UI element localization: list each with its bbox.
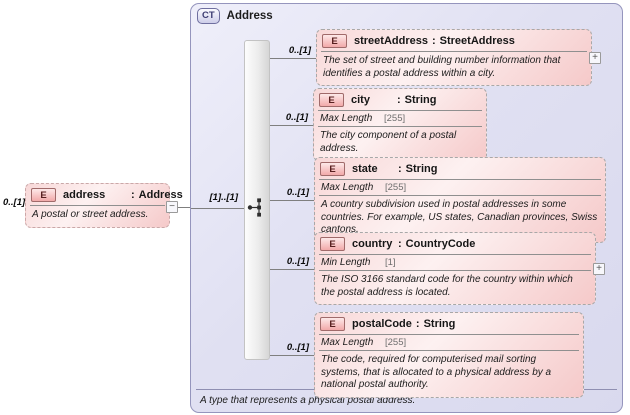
sequence-connector-line [191,208,244,209]
element-name: postalCode [352,318,412,330]
cardinality-label: 0..[1] [286,187,309,198]
element-name: address [63,189,106,201]
complex-type-description: A type that represents a physical postal… [200,395,416,406]
child-connector-line [270,58,316,59]
element-name: country [352,238,393,250]
cardinality-label: 0..[1] [285,112,308,123]
element-colon: : [131,189,135,201]
element-description: The city component of a postal address. [320,130,457,154]
element-box-state[interactable]: E state : String Max Length [255] A coun… [314,157,606,243]
separator [319,179,601,180]
facet-separator [318,126,482,127]
element-description: The set of street and building number in… [323,55,561,79]
element-type: CountryCode [405,238,476,250]
collapse-icon[interactable]: − [166,201,178,213]
facet-separator [319,195,601,196]
facet-value: [255] [385,182,407,193]
element-header: E streetAddress : StreetAddress [317,30,591,51]
element-type: String [423,318,456,330]
separator [319,334,579,335]
cardinality-label: 0..[1] [288,45,311,56]
element-header: E address : Address [26,184,183,205]
element-type: String [404,94,437,106]
separator [318,110,482,111]
facet-label: Min Length [321,257,371,268]
separator [319,254,591,255]
element-name: city [351,94,370,106]
element-colon: : [398,163,402,175]
element-name: state [352,163,378,175]
element-colon: : [431,35,436,47]
element-icon: E [320,317,345,331]
child-connector-line [270,355,314,356]
sequence-compositor-rail [244,40,270,360]
complex-type-header: CT Address [197,8,273,24]
element-icon: E [319,93,344,107]
facet-label: Max Length [320,113,373,124]
element-icon: E [322,34,347,48]
facet-separator [319,350,579,351]
element-header: E country : CountryCode [315,233,595,254]
facet-value: [255] [384,113,406,124]
facet-row: Max Length [255] [314,111,486,126]
separator [321,51,587,52]
element-header: E state : String [315,158,605,179]
element-description: A country subdivision used in postal add… [321,199,598,235]
element-box-address[interactable]: E address : Address A postal or street a… [25,183,183,228]
element-colon: : [398,238,402,250]
facet-value: [255] [385,337,407,348]
separator [30,205,165,206]
expand-icon[interactable]: + [589,52,601,64]
child-connector-line [270,125,313,126]
element-icon: E [320,162,345,176]
child-connector-line [270,200,314,201]
sequence-icon[interactable] [246,196,268,219]
complex-type-title: Address [226,10,273,22]
root-cardinality-label: 0..[1] [3,197,26,208]
element-description: The code, required for computerised mail… [321,354,552,390]
facet-separator [319,270,591,271]
facet-label: Max Length [321,337,374,348]
element-header: E city : String [314,89,486,110]
element-type: String [405,163,438,175]
complex-type-icon: CT [197,8,220,24]
element-box-streetAddress[interactable]: E streetAddress : StreetAddress The set … [316,29,592,86]
element-box-city[interactable]: E city : String Max Length [255] The cit… [313,88,487,161]
sequence-cardinality-label: [1]..[1] [209,192,239,203]
element-box-postalCode[interactable]: E postalCode : String Max Length [255] T… [314,312,584,398]
element-box-country[interactable]: E country : CountryCode Min Length [1] T… [314,232,596,305]
facet-value: [1] [385,257,396,268]
element-icon: E [31,188,56,202]
element-description: A postal or street address. [32,209,149,220]
facet-label: Max Length [321,182,374,193]
element-header: E postalCode : String [315,313,583,334]
element-icon: E [320,237,345,251]
complex-type-box: CT Address [1]..[1] A type that represen… [190,3,623,413]
element-type: StreetAddress [439,35,515,47]
cardinality-label: 0..[1] [286,256,309,267]
facet-row: Max Length [255] [315,335,583,350]
root-connector-line [178,207,190,208]
element-colon: : [397,94,401,106]
cardinality-label: 0..[1] [286,342,309,353]
element-name: streetAddress [354,35,428,47]
element-colon: : [415,318,420,330]
element-description: The ISO 3166 standard code for the count… [321,274,573,298]
facet-row: Min Length [1] [315,255,595,270]
element-type: Address [138,189,183,201]
facet-row: Max Length [255] [315,180,605,195]
expand-icon[interactable]: + [593,263,605,275]
child-connector-line [270,269,314,270]
